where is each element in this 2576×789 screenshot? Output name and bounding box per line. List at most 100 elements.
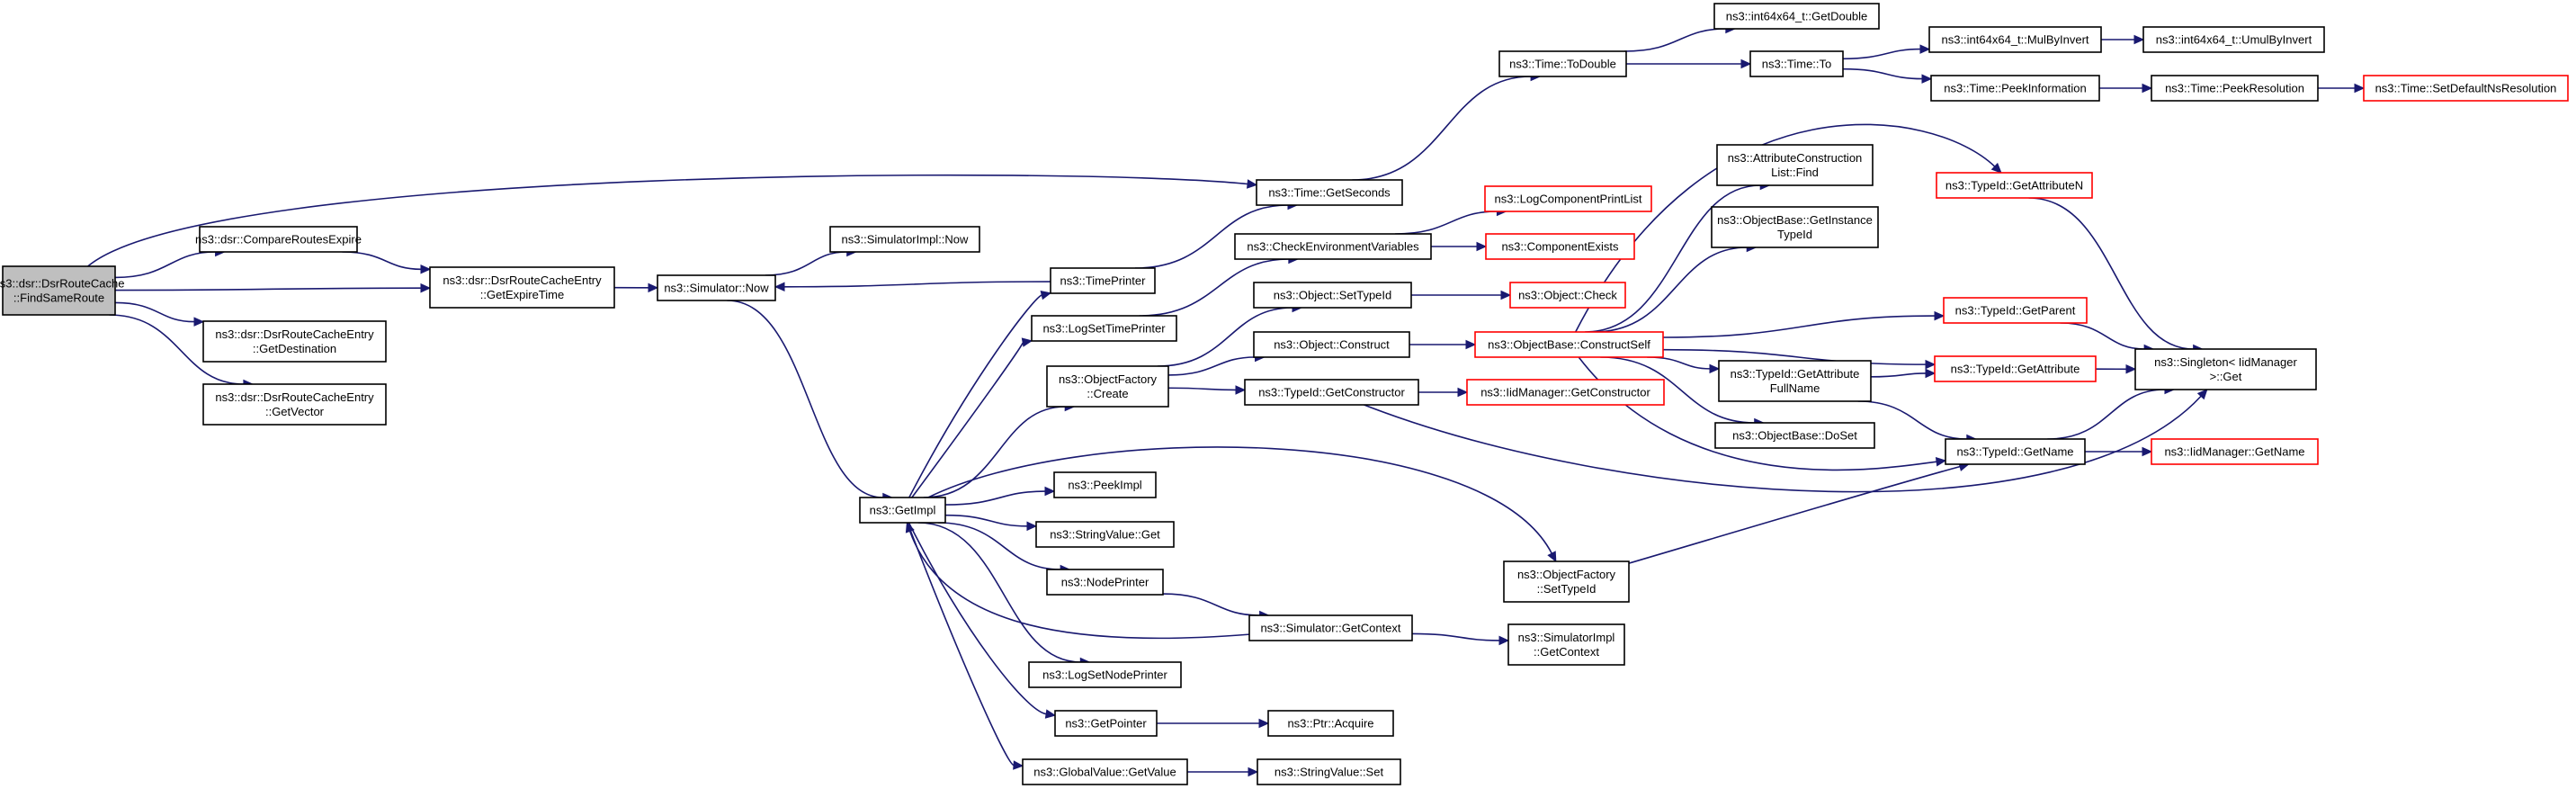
node-label: ns3::TypeId::GetName xyxy=(1956,445,2073,459)
function-node-strvalget[interactable]: ns3::StringValue::Get xyxy=(1035,521,1175,548)
edge-line xyxy=(911,341,1024,498)
node-label: ns3::ObjectFactory xyxy=(1517,568,1616,581)
arrowhead xyxy=(1935,457,1947,467)
arrowhead xyxy=(1921,74,1933,84)
function-node-timepeekinfo[interactable]: ns3::Time::PeekInformation xyxy=(1930,75,2100,102)
node-box xyxy=(1035,521,1175,548)
call-edge xyxy=(944,486,1056,506)
edge-line xyxy=(1395,211,1498,235)
node-box xyxy=(1928,26,2102,53)
function-node-timeprinter[interactable]: ns3::TimePrinter xyxy=(1050,267,1156,294)
function-node-timeto[interactable]: ns3::Time::To xyxy=(1749,50,1844,77)
function-node-root: ns3::dsr::DsrRouteCache::FindSameRoute xyxy=(0,265,124,316)
node-label: ::SetTypeId xyxy=(1537,582,1597,596)
node-box xyxy=(1253,282,1412,309)
node-label: ns3::LogComponentPrintList xyxy=(1494,193,1641,206)
function-node-constructself[interactable]: ns3::ObjectBase::ConstructSelf xyxy=(1474,331,1664,358)
function-node-typeidgetattr[interactable]: ns3::TypeId::GetAttribute xyxy=(1934,355,2097,382)
edge-line xyxy=(1662,348,1927,365)
function-node-logsetnode[interactable]: ns3::LogSetNodePrinter xyxy=(1028,661,1182,688)
function-node-objfactcreate[interactable]: ns3::ObjectFactory::Create xyxy=(1046,365,1169,408)
function-node-peekimpl[interactable]: ns3::PeekImpl xyxy=(1053,471,1157,498)
function-node-objbasedoset[interactable]: ns3::ObjectBase::DoSet xyxy=(1714,422,1875,449)
edge-line xyxy=(937,522,1061,570)
function-node-objcheck[interactable]: ns3::Object::Check xyxy=(1509,282,1626,309)
node-label: ns3::IidManager::GetConstructor xyxy=(1480,386,1650,399)
function-node-simimplgetctx[interactable]: ns3::SimulatorImpl::GetContext xyxy=(1507,623,1625,666)
node-box xyxy=(199,226,358,253)
function-node-typeidgetname[interactable]: ns3::TypeId::GetName xyxy=(1945,438,2086,465)
function-node-nodeprinter[interactable]: ns3::NodePrinter xyxy=(1046,569,1164,596)
call-edge xyxy=(2028,197,2204,354)
node-label: ns3::IidManager::GetName xyxy=(2164,445,2304,459)
call-edge xyxy=(114,282,432,293)
node-label: ns3::PeekImpl xyxy=(1068,479,1141,492)
function-node-objsettypeid[interactable]: ns3::Object::SetTypeId xyxy=(1253,282,1412,309)
node-label: ::GetExpireTime xyxy=(480,288,564,301)
function-node-i64mulbyinv[interactable]: ns3::int64x64_t::MulByInvert xyxy=(1928,26,2102,53)
arrowhead xyxy=(1465,339,1477,350)
function-node-iidgetname[interactable]: ns3::IidManager::GetName xyxy=(2151,438,2319,465)
arrowhead xyxy=(1235,385,1247,395)
function-node-getseconds[interactable]: ns3::Time::GetSeconds xyxy=(1256,179,1403,206)
edge-line xyxy=(109,314,244,385)
node-label: ns3::LogSetTimePrinter xyxy=(1042,322,1166,336)
function-node-singletonget[interactable]: ns3::Singleton< IidManager>::Get xyxy=(2134,348,2317,390)
call-nodes: ns3::dsr::DsrRouteCache::FindSameRoutens… xyxy=(0,3,2569,785)
node-label: ns3::ObjectFactory xyxy=(1059,372,1158,386)
function-node-checkenv[interactable]: ns3::CheckEnvironmentVariables xyxy=(1234,233,1432,260)
edge-line xyxy=(1842,67,1923,80)
function-node-getvector[interactable]: ns3::dsr::DsrRouteCacheEntry::GetVector xyxy=(202,383,387,426)
node-label: ns3::dsr::DsrRouteCacheEntry xyxy=(443,273,602,287)
function-node-compexists[interactable]: ns3::ComponentExists xyxy=(1485,233,1635,260)
function-node-typeidgetattrn[interactable]: ns3::TypeId::GetAttributeN xyxy=(1936,172,2093,199)
node-label: ns3::dsr::DsrRouteCacheEntry xyxy=(215,327,374,341)
node-box xyxy=(1253,331,1410,358)
call-edge xyxy=(1418,387,1469,398)
function-node-simimplnow[interactable]: ns3::SimulatorImpl::Now xyxy=(829,226,980,253)
call-edge xyxy=(2101,34,2145,45)
function-node-iidgetctor[interactable]: ns3::IidManager::GetConstructor xyxy=(1466,379,1665,406)
function-node-getdest[interactable]: ns3::dsr::DsrRouteCacheEntry::GetDestina… xyxy=(202,320,387,363)
node-box xyxy=(1234,233,1432,260)
function-node-ptracquire[interactable]: ns3::Ptr::Acquire xyxy=(1267,710,1394,737)
function-node-getimpl[interactable]: ns3::GetImpl xyxy=(859,497,946,524)
function-node-gvgetvalue[interactable]: ns3::GlobalValue::GetValue xyxy=(1022,758,1188,785)
function-node-i64getdouble[interactable]: ns3::int64x64_t::GetDouble xyxy=(1713,3,1880,30)
call-edge xyxy=(1167,352,1266,376)
function-node-timetodouble[interactable]: ns3::Time::ToDouble xyxy=(1498,50,1627,77)
node-label: ns3::ObjectBase::DoSet xyxy=(1732,429,1857,443)
function-node-getpointer[interactable]: ns3::GetPointer xyxy=(1054,710,1158,737)
node-label: ns3::CheckEnvironmentVariables xyxy=(1247,240,1419,254)
arrowhead xyxy=(1919,44,1931,54)
function-node-timesetdefault[interactable]: ns3::Time::SetDefaultNsResolution xyxy=(2363,75,2569,102)
function-node-logsettime[interactable]: ns3::LogSetTimePrinter xyxy=(1031,315,1177,342)
arrowhead xyxy=(1476,241,1488,252)
node-box xyxy=(1054,710,1158,737)
arrowhead xyxy=(1457,387,1469,398)
node-label: ns3::StringValue::Get xyxy=(1050,528,1160,542)
function-node-objfactsettypeid[interactable]: ns3::ObjectFactory::SetTypeId xyxy=(1503,560,1630,603)
function-node-compare[interactable]: ns3::dsr::CompareRoutesExpire xyxy=(195,226,362,253)
edge-line xyxy=(2060,322,2145,350)
arrowhead xyxy=(1709,363,1721,374)
node-box xyxy=(1046,569,1164,596)
function-node-simgetctx[interactable]: ns3::Simulator::GetContext xyxy=(1248,614,1413,641)
function-node-getexpire[interactable]: ns3::dsr::DsrRouteCacheEntry::GetExpireT… xyxy=(429,266,615,309)
function-node-logcomplist[interactable]: ns3::LogComponentPrintList xyxy=(1484,185,1652,212)
call-edge xyxy=(1409,339,1477,350)
arrowhead xyxy=(1500,290,1512,300)
edge-line xyxy=(783,281,1051,288)
function-node-objconstruct[interactable]: ns3::Object::Construct xyxy=(1253,331,1410,358)
function-node-strvalset[interactable]: ns3::StringValue::Set xyxy=(1257,758,1401,785)
function-node-typeidgetparent[interactable]: ns3::TypeId::GetParent xyxy=(1943,297,2088,324)
function-node-typeidgetctor[interactable]: ns3::TypeId::GetConstructor xyxy=(1244,379,1419,406)
function-node-i64umulbyinv[interactable]: ns3::int64x64_t::UmulByInvert xyxy=(2142,26,2325,53)
call-edge xyxy=(944,514,1038,532)
function-node-timepeekres[interactable]: ns3::Time::PeekResolution xyxy=(2151,75,2319,102)
function-node-simnow[interactable]: ns3::Simulator::Now xyxy=(657,274,776,301)
call-edge xyxy=(1364,389,2208,493)
